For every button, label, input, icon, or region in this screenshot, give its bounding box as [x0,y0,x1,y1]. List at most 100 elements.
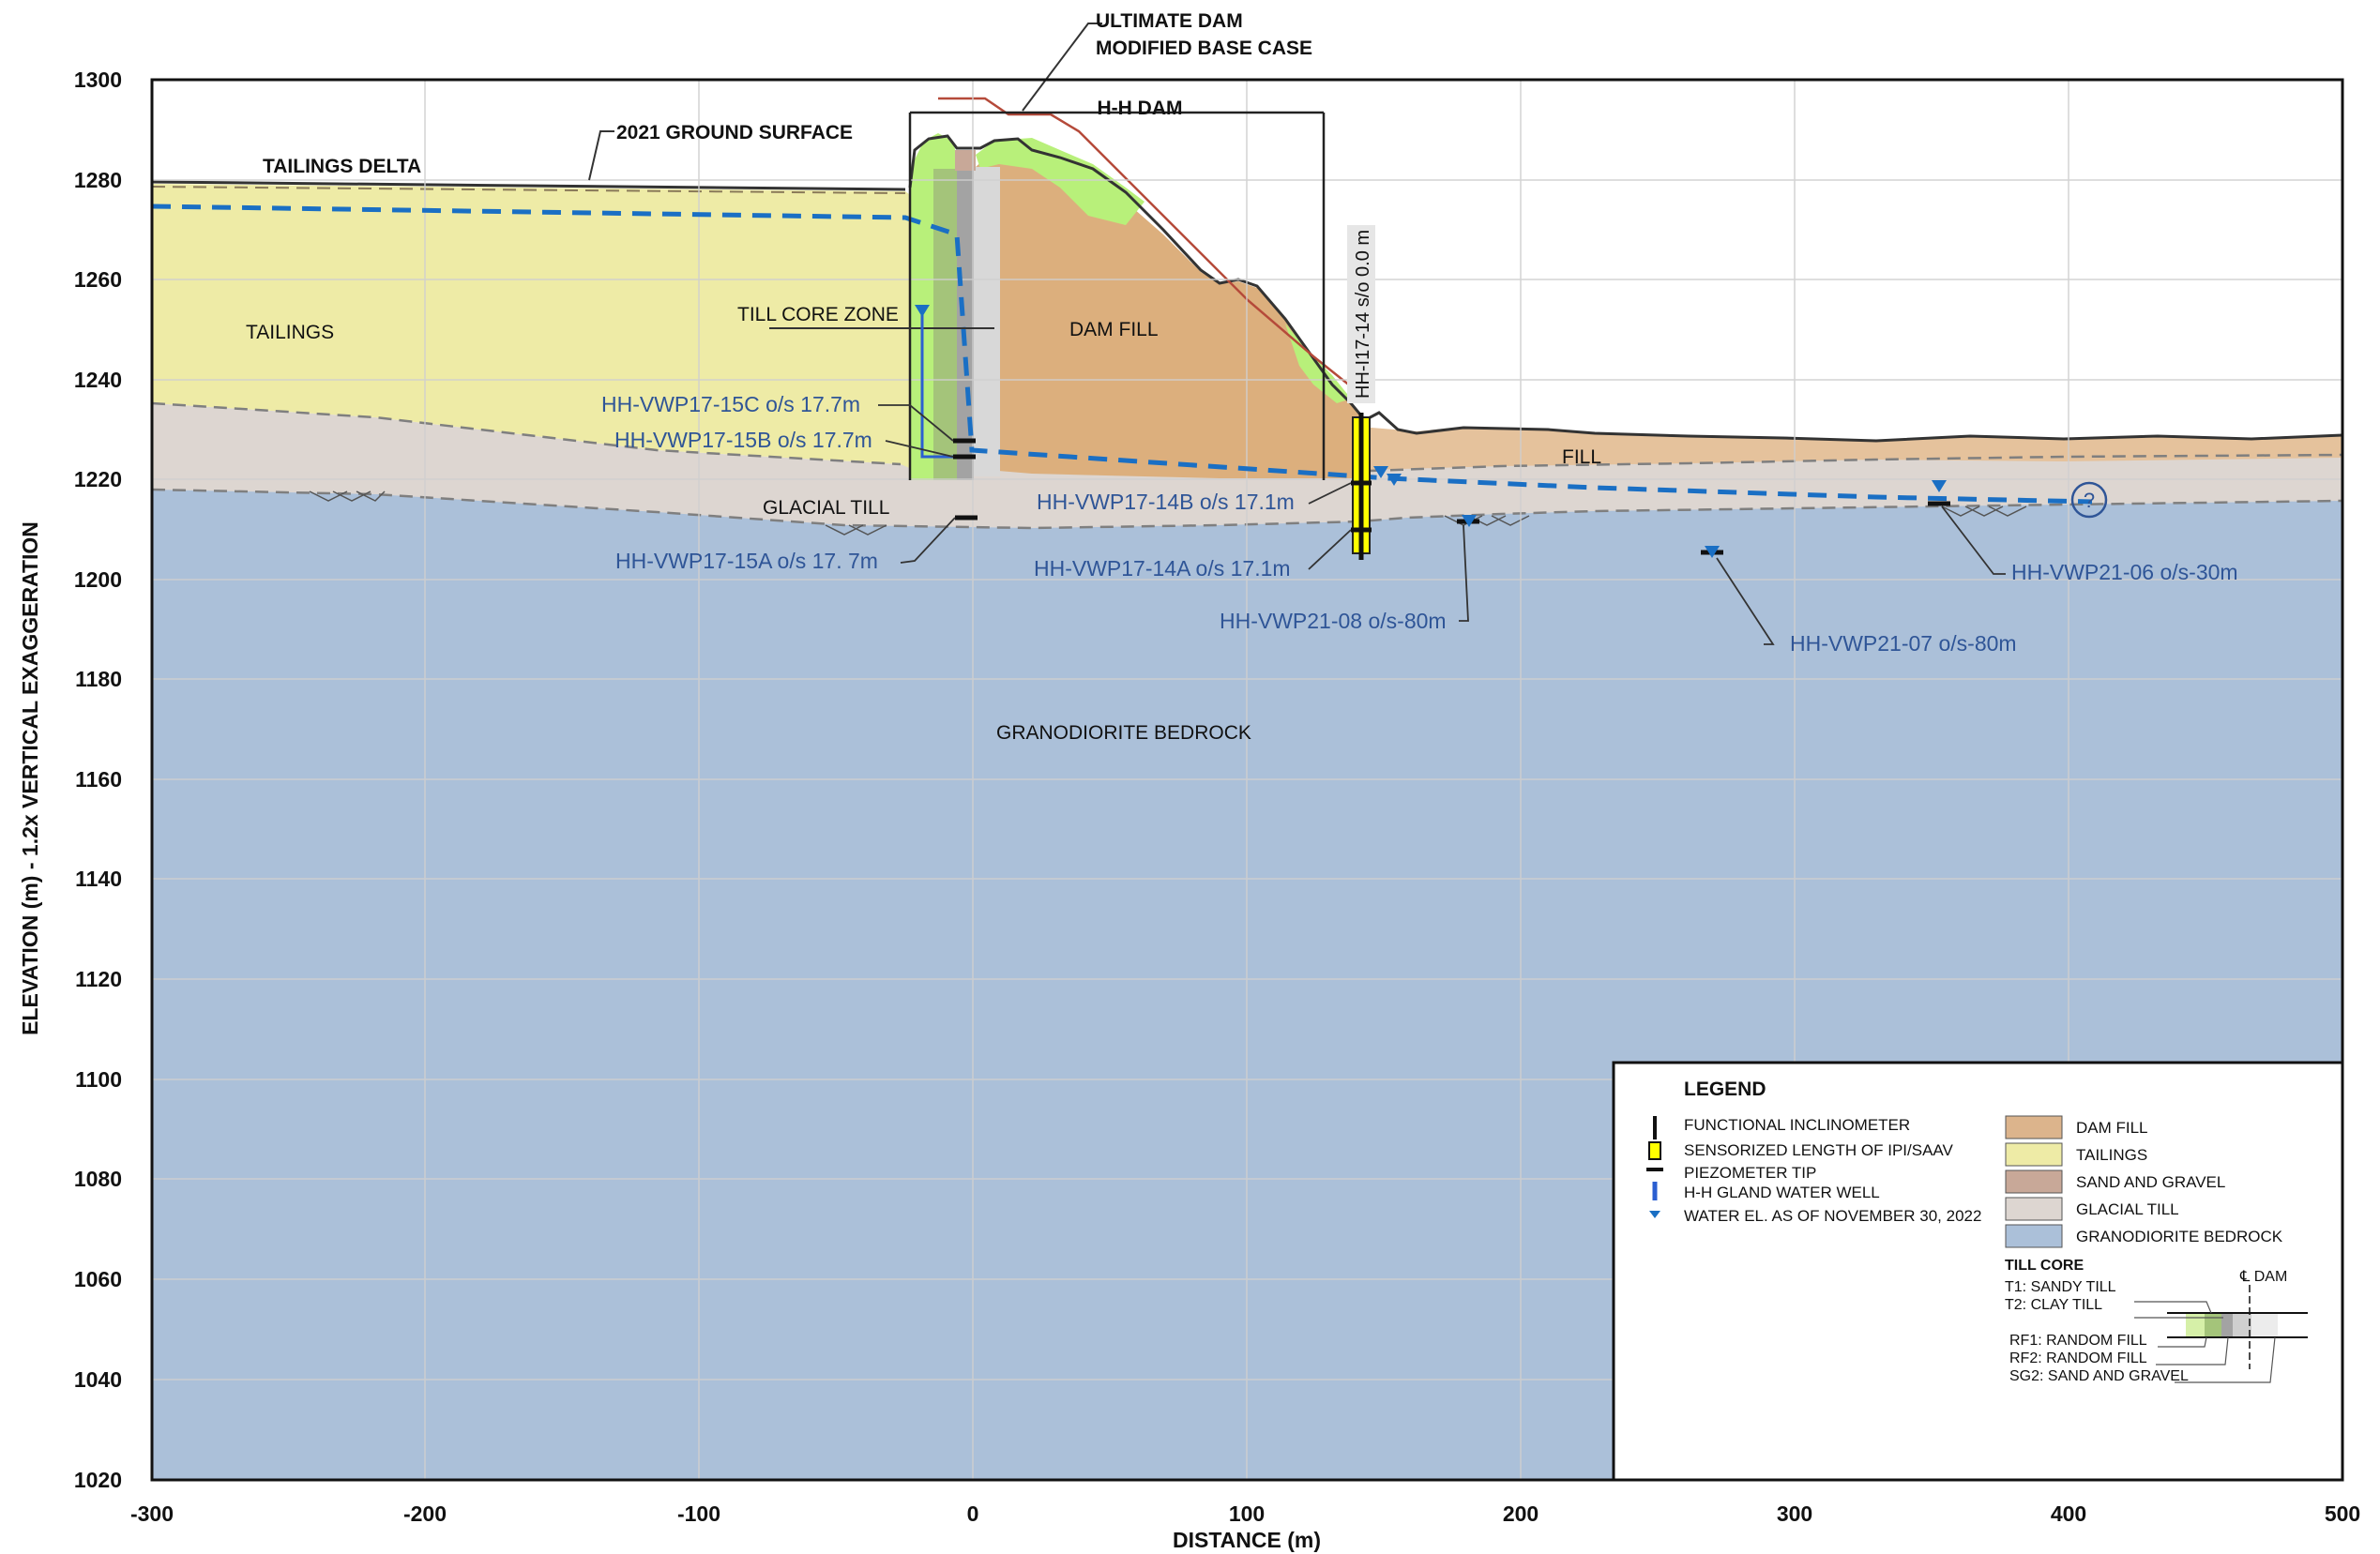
ground-surface-line [151,134,2343,443]
unknown-marker-circle [2070,481,2108,519]
y-axis-title: ELEVATION (m) - 1.2x VERTICAL EXAGGERATI… [18,521,42,1035]
tailings-delta-label: TAILINGS DELTA [263,156,421,177]
dam-fill-label: DAM FILL [1069,319,1159,340]
y-tick-label: 1200 [74,567,122,592]
vwp17-14b-label: HH-VWP17-14B o/s 17.1m [1037,490,1295,514]
swatch-glacial-till [2005,1197,2063,1221]
vwp21-06-label: HH-VWP21-06 o/s-30m [2011,560,2238,584]
x-tick-label: 0 [967,1501,979,1526]
ground-surface-label: 2021 GROUND SURFACE [616,122,853,143]
bedrock-hatches [309,490,2027,536]
vwp17-15c-label: HH-VWP17-15C o/s 17.7m [601,392,860,416]
inclinometer-tag [1347,225,1375,403]
water-level-line [151,204,2093,505]
till-core-item: T2: CLAY TILL [2005,1297,2102,1313]
x-tick-label: 100 [1229,1501,1265,1526]
legend-symbol-label: WATER EL. AS OF NOVEMBER 30, 2022 [1684,1207,1981,1225]
core-zone-top [955,150,976,171]
legend-material-label: DAM FILL [2076,1119,2148,1137]
ultimate-dam-leader [1022,23,1102,112]
vwp21-07-water-marker [1705,546,1720,558]
y-axis: 1300 1280 1260 1240 1220 1200 1180 1160 … [18,68,122,1492]
vwp21-06-water-marker [1932,480,1947,492]
y-tick-label: 1280 [74,168,122,192]
y-tick-label: 1080 [74,1167,122,1191]
x-tick-label: -200 [403,1501,447,1526]
legend-material-label: GLACIAL TILL [2076,1200,2179,1218]
ultimate-dam-label-1: ULTIMATE DAM [1096,10,1243,32]
vwp21-08-water-marker [1462,515,1477,527]
y-tick-label: 1040 [74,1367,122,1392]
glacial-till-label: GLACIAL TILL [763,497,889,519]
hh-dam-bracket [908,111,1326,480]
tailings-label: TAILINGS [246,322,334,343]
legend-symbol-label: SENSORIZED LENGTH OF IPI/SAAV [1684,1141,1954,1159]
dam-fill-layer [976,143,1370,478]
vwp17-15b-label: HH-VWP17-15B o/s 17.7m [614,428,872,452]
vwp17-14b-water-marker [1373,466,1388,478]
water-level-icon [1649,1211,1660,1218]
x-tick-label: 500 [2325,1501,2360,1526]
legend-material-label: SAND AND GRAVEL [2076,1173,2225,1191]
sensor-icon [1648,1141,1661,1160]
till-top-boundary [151,401,2343,473]
fill-item: RF1: RANDOM FILL [2009,1333,2147,1349]
bedrock-label: GRANODIORITE BEDROCK [996,722,1251,744]
y-tick-label: 1240 [74,368,122,392]
y-tick-label: 1120 [75,967,122,991]
x-tick-label: 200 [1503,1501,1539,1526]
vwp17-15a-label: HH-VWP17-15A o/s 17. 7m [615,549,878,573]
downstream-fill-layer [1360,427,2342,470]
bedrock-top-boundary [151,488,2343,530]
inclinometer-label: HH-I17-14 s/o 0.0 m [1353,230,1373,399]
tailings-delta-line [151,186,906,194]
instrument-leaders [878,404,2006,645]
fill-item: SG2: SAND AND GRAVEL [2009,1368,2189,1384]
swatch-sand-gravel [2005,1169,2063,1194]
legend: LEGEND FUNCTIONAL INCLINOMETER SENSORIZE… [1612,1061,2344,1482]
till-core-item: T1: SANDY TILL [2005,1279,2116,1295]
x-axis: -300 -200 -100 0 100 200 300 400 500 DIS… [130,1501,2360,1552]
legend-symbol-label: H-H GLAND WATER WELL [1684,1184,1880,1201]
y-tick-label: 1220 [74,467,122,491]
y-tick-label: 1140 [75,867,122,891]
y-tick-label: 1180 [75,667,122,691]
gland-water-well [920,314,953,459]
plot-frame [150,78,2344,1482]
core-zone-light [974,167,1000,476]
legend-title: LEGEND [1684,1079,1766,1100]
y-tick-label: 1020 [74,1468,122,1492]
fill-item: RF2: RANDOM FILL [2009,1350,2147,1366]
dam-centerline-label: ℄ DAM [2239,1269,2287,1285]
legend-symbol-label: PIEZOMETER TIP [1684,1164,1816,1182]
x-axis-title: DISTANCE (m) [1173,1528,1321,1552]
legend-box [1612,1061,2344,1482]
ultimate-dam-line [938,97,1361,395]
y-tick-label: 1160 [75,767,122,792]
legend-symbol-label: FUNCTIONAL INCLINOMETER [1684,1116,1910,1134]
vwp17-14a-water-marker [1387,474,1402,486]
crest-cover [976,138,1145,225]
swatch-tailings [2005,1142,2063,1167]
legend-material-label: GRANODIORITE BEDROCK [2076,1228,2283,1245]
x-tick-label: 300 [1777,1501,1812,1526]
ultimate-dam-label-2: MODIFIED BASE CASE [1096,38,1312,59]
ground-surface-leader [588,130,614,181]
x-tick-label: -300 [130,1501,174,1526]
unknown-marker-label: ? [2084,489,2095,512]
hh-dam-label: H-H DAM [1098,98,1183,119]
x-tick-label: -100 [677,1501,720,1526]
well-water-marker [915,305,930,317]
swatch-bedrock [2005,1224,2063,1248]
swatch-dam-fill [2005,1115,2063,1139]
fill-label: FILL [1562,446,1601,468]
vwp21-08-label: HH-VWP21-08 o/s-80m [1220,609,1447,633]
y-tick-label: 1300 [74,68,122,92]
till-core-zone-label: TILL CORE ZONE [737,304,899,325]
y-tick-label: 1260 [74,267,122,292]
legend-material-label: TAILINGS [2076,1146,2147,1164]
y-tick-label: 1060 [74,1267,122,1291]
vwp17-14a-label: HH-VWP17-14A o/s 17.1m [1034,556,1291,581]
vwp21-07-label: HH-VWP21-07 o/s-80m [1790,631,2017,656]
